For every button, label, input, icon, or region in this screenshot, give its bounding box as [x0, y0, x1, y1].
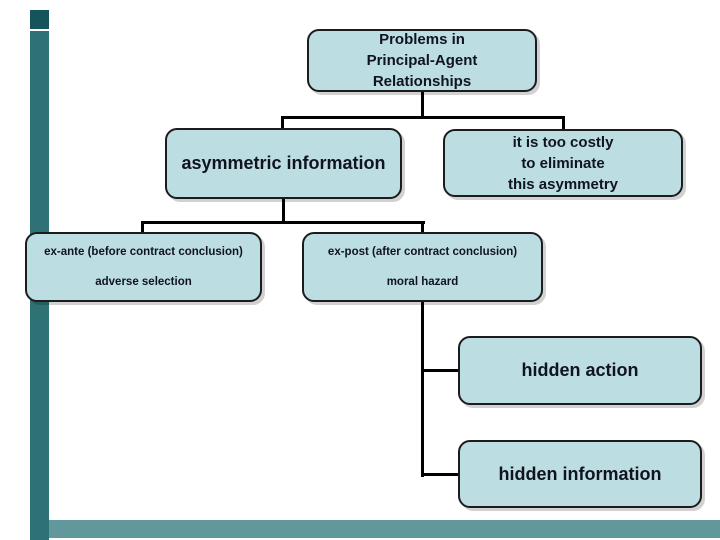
node-hidden-action: hidden action — [458, 336, 702, 405]
connector-root-stem — [421, 91, 424, 119]
connector-branch-hidden-action — [421, 369, 460, 372]
node-ex-post: ex-post (after contract conclusion) mora… — [302, 232, 543, 302]
connector-root-crossbar — [281, 116, 565, 119]
connector-asymmetric-stem — [282, 198, 285, 224]
node-problems-root: Problems in Principal-Agent Relationship… — [307, 29, 537, 92]
node-ex-post-title: ex-post (after contract conclusion) — [327, 245, 518, 258]
connector-branch-hidden-information — [421, 473, 460, 476]
node-hidden-information: hidden information — [458, 440, 702, 508]
node-hidden-information-label: hidden information — [498, 463, 662, 484]
node-ex-ante-title: ex-ante (before contract conclusion) — [44, 245, 243, 258]
node-problems-root-label: Problems in Principal-Agent Relationship… — [366, 31, 478, 90]
node-ex-ante: ex-ante (before contract conclusion) adv… — [25, 232, 262, 302]
node-too-costly: it is too costly to eliminate this asymm… — [443, 129, 683, 197]
connector-drop-asymmetric — [281, 116, 284, 130]
connector-drop-costly — [562, 116, 565, 131]
node-ex-post-subtitle: moral hazard — [386, 275, 459, 288]
node-asymmetric-information: asymmetric information — [165, 128, 402, 199]
node-hidden-action-label: hidden action — [521, 360, 639, 380]
connector-asymmetric-crossbar — [141, 221, 425, 224]
node-too-costly-label: it is too costly to eliminate this asymm… — [507, 133, 619, 193]
node-asymmetric-information-label: asymmetric information — [181, 153, 386, 173]
connector-drop-exante — [141, 221, 144, 234]
connector-expost-stem — [421, 301, 424, 477]
connector-drop-expost — [421, 221, 424, 234]
accent-bar-bottom — [30, 520, 720, 538]
node-ex-ante-subtitle: adverse selection — [95, 275, 192, 288]
accent-bar-cap — [30, 10, 49, 29]
